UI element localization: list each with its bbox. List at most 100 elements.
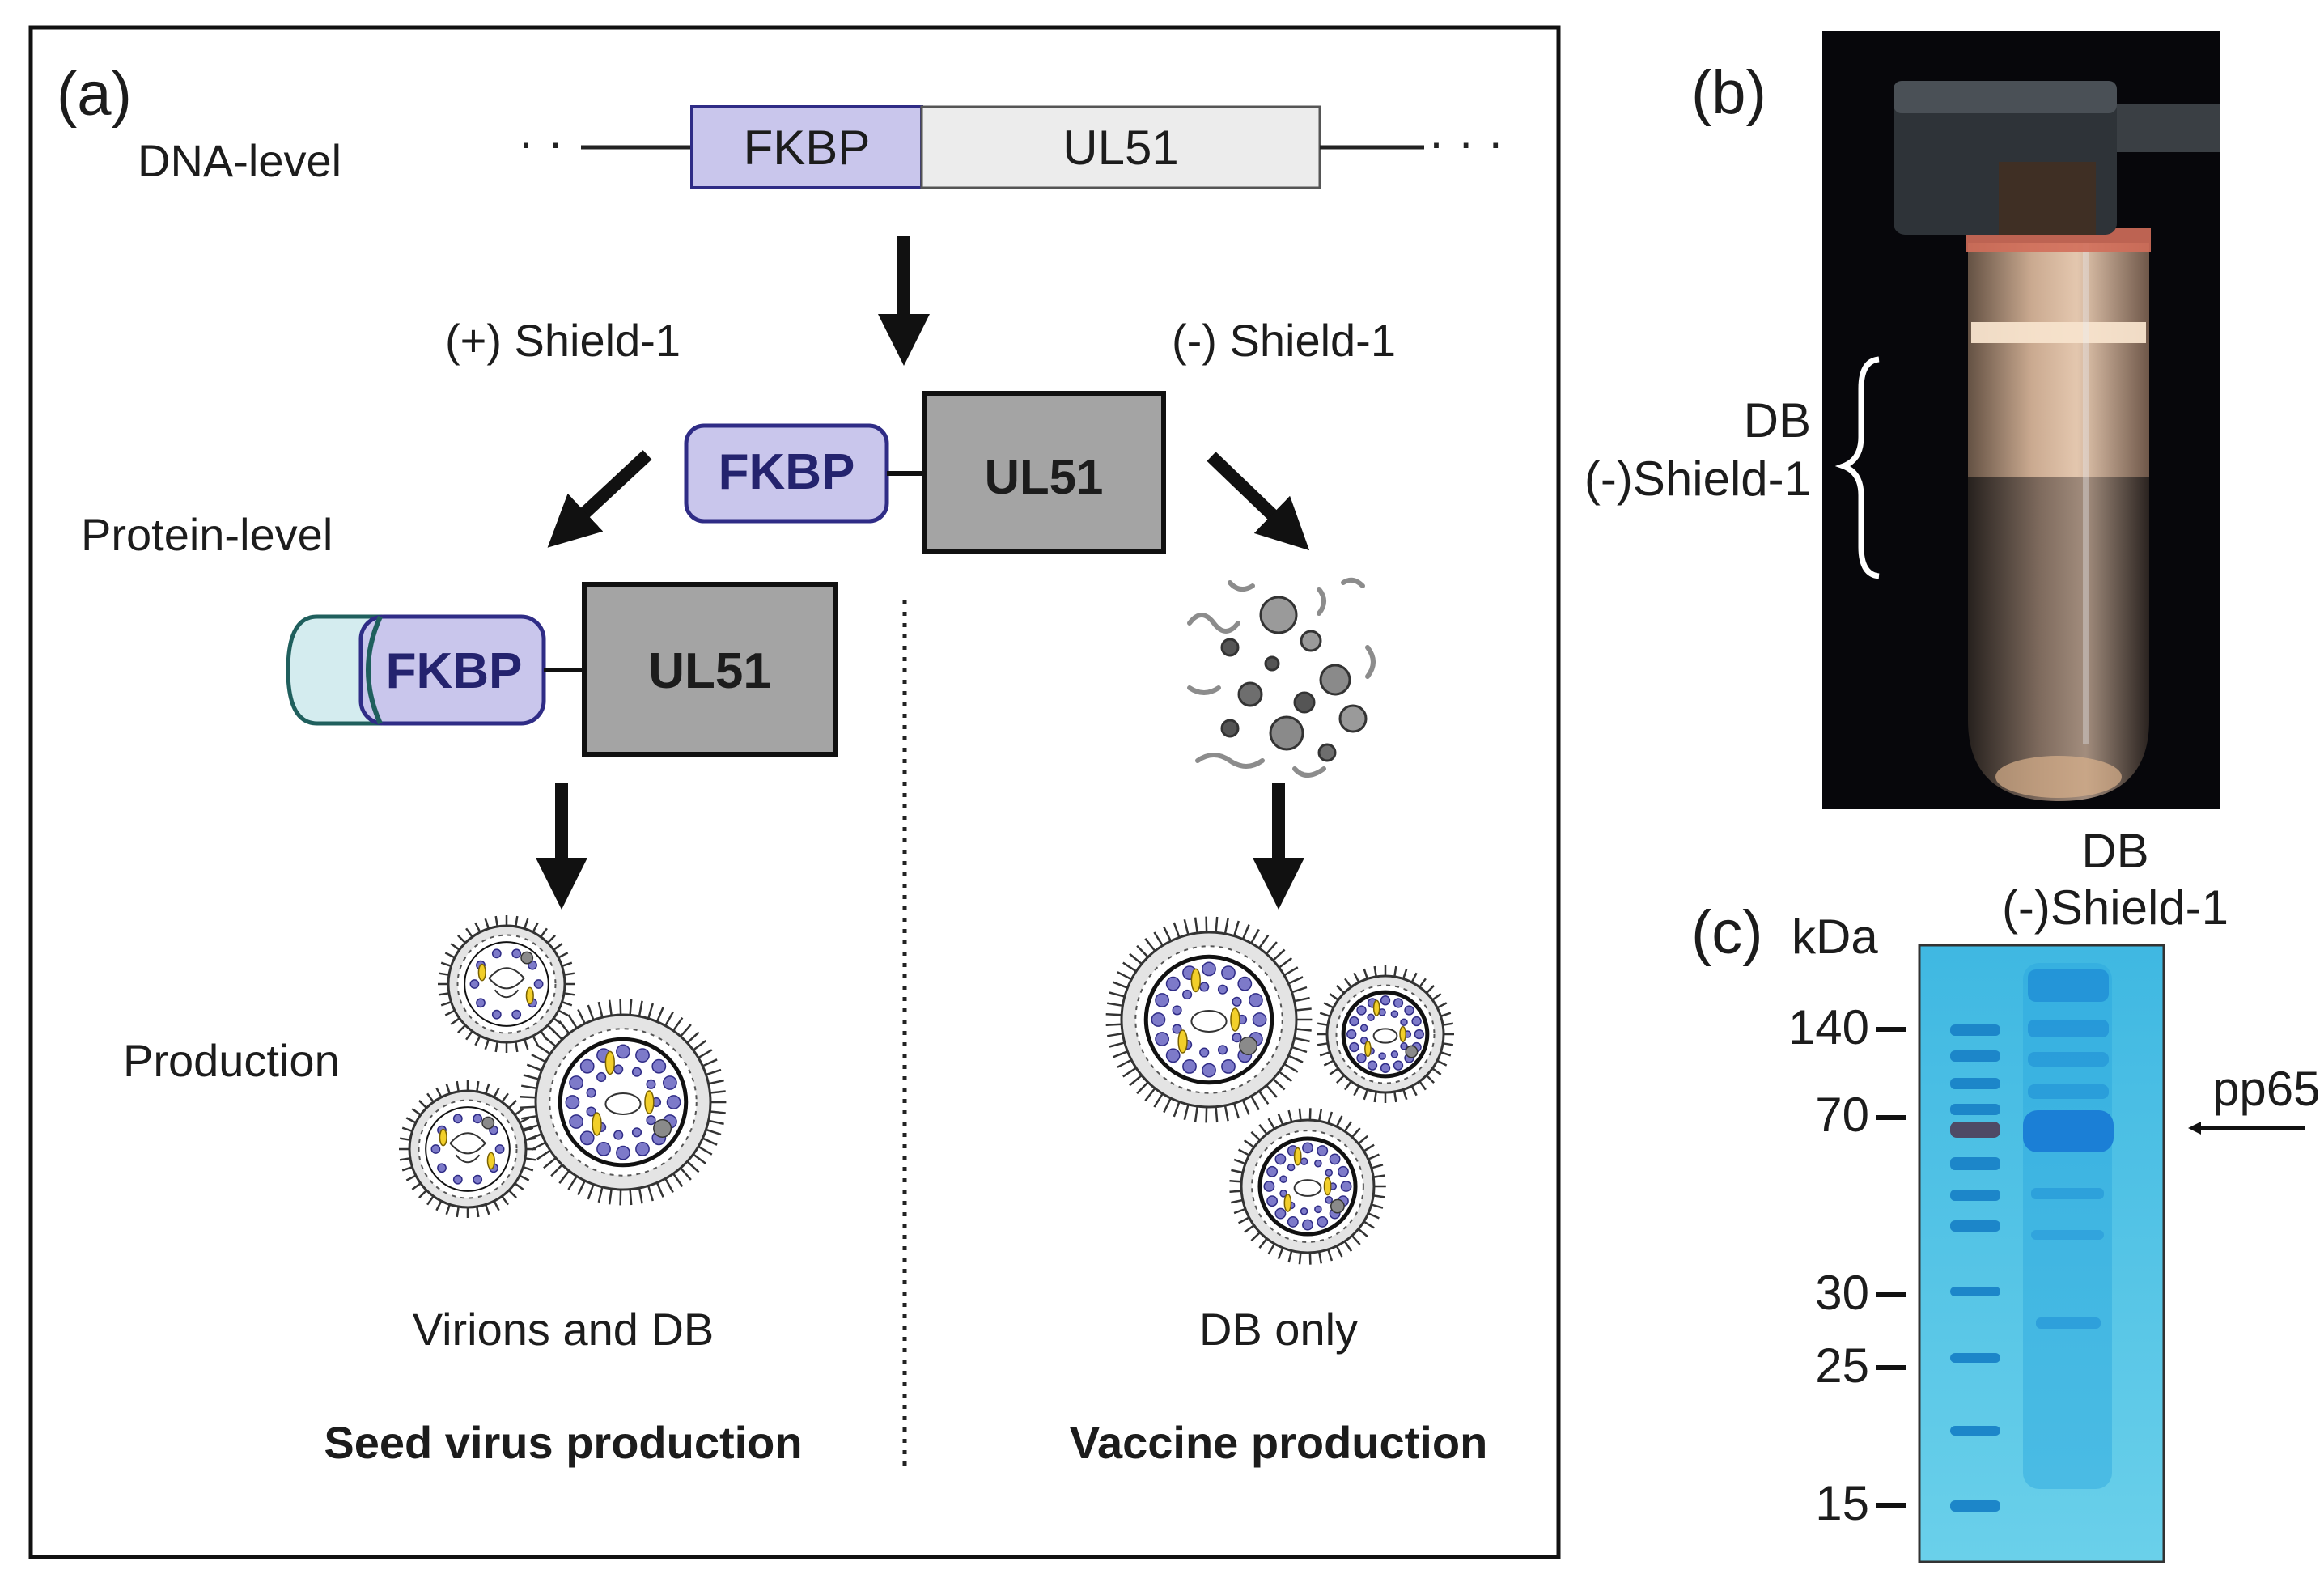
- center-fkbp-label: FKBP: [719, 444, 855, 500]
- particle-lipid: [1190, 1010, 1228, 1033]
- tegument-dot: [635, 1048, 650, 1063]
- tegument-dot: [1300, 1207, 1308, 1215]
- particle-spikes: [1317, 965, 1454, 1103]
- glycoprotein: [439, 1128, 447, 1147]
- tegument-dot: [1380, 995, 1391, 1006]
- glycoprotein: [644, 1090, 655, 1114]
- center-ul51-box: [922, 391, 1166, 554]
- tegument-dot: [1151, 1012, 1166, 1027]
- tegument-dot: [1287, 1163, 1296, 1172]
- tegument-dot: [1232, 1033, 1242, 1043]
- marker-label-30: 30: [1815, 1266, 1869, 1320]
- tegument-dot: [1400, 1042, 1408, 1050]
- marker-band: [1950, 1353, 2000, 1363]
- viral-genome: [494, 989, 520, 999]
- tegument-dot: [533, 979, 544, 989]
- tegument-dot: [596, 1071, 607, 1083]
- tegument-dot: [1380, 1063, 1391, 1073]
- fragment-blob: [1317, 743, 1337, 762]
- glycoprotein: [604, 1050, 615, 1075]
- tegument-dot: [1317, 1145, 1329, 1157]
- plus-shield-label: (+) Shield-1: [445, 315, 681, 366]
- tegument-dot: [1279, 1175, 1287, 1184]
- sample-band-top: [2028, 969, 2109, 1002]
- tegument-dot: [452, 1174, 463, 1185]
- tegument-dot: [1367, 1013, 1375, 1022]
- fragment-strand: [1341, 577, 1365, 588]
- tegument-dot: [1329, 1153, 1341, 1165]
- vaccine-production-label: Vaccine production: [1070, 1417, 1488, 1468]
- glycoprotein: [1364, 1040, 1372, 1058]
- tegument-dot: [1367, 1060, 1378, 1071]
- particle-grey: [1405, 1045, 1419, 1058]
- marker-lane: [1950, 1024, 2000, 1512]
- dna-level-label: DNA-level: [138, 135, 341, 186]
- fragment-blob: [1293, 691, 1316, 714]
- tegument-dot: [1221, 965, 1236, 980]
- tegument-dot: [1155, 993, 1169, 1007]
- protein-level-label: Protein-level: [81, 509, 333, 560]
- panel-b-db-label: DB: [1744, 393, 1811, 448]
- tegument-dot: [635, 1142, 650, 1156]
- tegument-dot: [1325, 1195, 1334, 1204]
- pp65-label: pp65: [2212, 1062, 2320, 1116]
- tegument-dot: [1356, 1005, 1367, 1016]
- tegument-dot: [1221, 1059, 1236, 1074]
- tegument-dot: [1359, 1024, 1368, 1033]
- glycoprotein: [1177, 1029, 1188, 1054]
- marker-label-25: 25: [1815, 1338, 1869, 1393]
- particle-spikes: [1229, 1108, 1386, 1265]
- tegument-dot: [616, 1044, 630, 1059]
- particle-grey: [1330, 1198, 1345, 1214]
- tegument-dot: [452, 1114, 463, 1124]
- sample-band: [2031, 1188, 2104, 1199]
- viral-genome: [449, 1132, 486, 1155]
- tegument-dot: [1237, 976, 1253, 991]
- sample-band: [2036, 1317, 2101, 1329]
- tegument-dot: [1378, 1052, 1386, 1060]
- fragment-strand: [1195, 753, 1265, 769]
- glycoprotein: [1372, 999, 1380, 1016]
- particle-grey: [481, 1116, 495, 1130]
- particle-spikes: [1105, 916, 1313, 1123]
- left-ul51-label: UL51: [648, 643, 771, 699]
- tegument-dot: [1266, 1165, 1279, 1177]
- dna-fkbp-label: FKBP: [744, 121, 871, 175]
- marker-label-15: 15: [1815, 1476, 1869, 1530]
- tegument-dot: [1325, 1169, 1334, 1177]
- tegument-dot: [1390, 1010, 1399, 1018]
- tegument-dot: [1182, 989, 1193, 1000]
- tegument-dot: [1356, 1053, 1367, 1063]
- tegument-dot: [616, 1145, 630, 1160]
- panel-b-label: (b): [1691, 58, 1766, 127]
- viral-genome: [455, 1154, 481, 1164]
- tegument-dot: [569, 1075, 583, 1090]
- dna-dots-right: · · ·: [1428, 115, 1503, 169]
- tegument-dot: [473, 1174, 483, 1185]
- fragment-blob: [1338, 704, 1368, 733]
- fragment-strand: [1187, 613, 1240, 634]
- tegument-dot: [1314, 1159, 1322, 1168]
- panel-a-label: (a): [57, 60, 132, 129]
- tegument-dot: [1390, 1050, 1399, 1058]
- tegument-dot: [569, 1114, 583, 1129]
- glycoprotein: [1293, 1147, 1302, 1166]
- fragment-blob: [1237, 681, 1263, 707]
- glycoprotein: [1399, 1025, 1406, 1043]
- seed-virus-production-label: Seed virus production: [324, 1417, 802, 1468]
- tegument-dot: [1337, 1165, 1349, 1177]
- fragment-blob: [1259, 596, 1298, 634]
- marker-band: [1950, 1024, 2000, 1036]
- left-fkbp-label: FKBP: [386, 643, 523, 699]
- tegument-dot: [1349, 1041, 1359, 1053]
- dna-dots-left: · ·: [518, 115, 564, 169]
- sample-band: [2028, 1052, 2109, 1067]
- glycoprotein: [1323, 1177, 1332, 1196]
- fragment-blob: [1264, 655, 1280, 672]
- tegument-dot: [1202, 961, 1216, 977]
- arrow-right-diag: [1207, 452, 1310, 551]
- tegument-dot: [1393, 1060, 1404, 1071]
- tegument-dot: [1314, 1205, 1322, 1214]
- marker-band: [1950, 1078, 2000, 1089]
- tegument-dot: [579, 1130, 595, 1146]
